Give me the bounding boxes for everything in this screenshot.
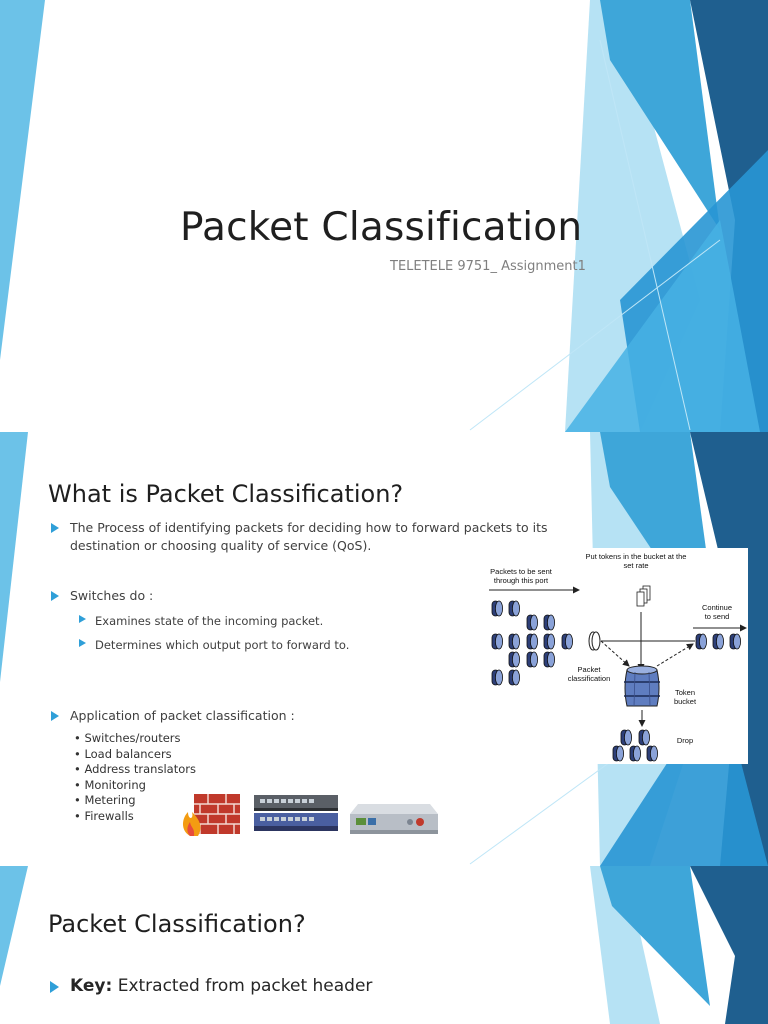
classification-label: classification [568,674,611,683]
continue-label: to send [705,612,730,621]
classification-label: Packet [578,665,602,674]
list-item: • Firewalls [74,808,134,823]
bullet-definition: The Process of identifying packets for d… [51,519,560,555]
key-slide: Packet Classification? Key: Extracted fr… [0,866,768,1024]
drop-label: Drop [677,736,693,745]
slide-subtitle: TELETELE 9751_ Assignment1 [390,259,586,274]
token-bucket-diagram: Packets to be sent through this port Put… [483,548,748,764]
slide-heading: Packet Classification? [48,910,306,938]
bucket-label: bucket [674,697,697,706]
slide-decoration [0,0,768,432]
packets-label: through this port [494,576,549,585]
token-bucket-icon [624,665,660,707]
bullet-switches: Switches do : [51,587,153,605]
bullet-arrow-icon [79,639,86,647]
firewall-icon [183,794,240,836]
router-appliance-icon [350,804,438,834]
applications-list: • Switches/routers • Load balancers • Ad… [74,731,196,824]
list-item: • Load balancers [74,746,172,761]
slide-decoration [0,866,768,1024]
network-switch-icon [254,795,338,831]
bullet-key: Key: Extracted from packet header [50,976,373,996]
bullet-arrow-icon [79,615,86,623]
sub-bullet-determines: Determines which output port to forward … [79,636,349,654]
tokens-label: set rate [623,561,648,570]
list-item: • Switches/routers [74,731,181,745]
bullet-arrow-icon [51,711,59,721]
definition-slide: What is Packet Classification? The Proce… [0,432,768,866]
sub-bullet-examines: Examines state of the incoming packet. [79,612,323,630]
packets-label: Packets to be sent [490,567,553,576]
continue-label: Continue [702,603,732,612]
slide-heading: What is Packet Classification? [48,480,404,508]
title-slide: Packet Classification TELETELE 9751_ Ass… [0,0,768,432]
list-item: • Monitoring [74,777,146,792]
bucket-label: Token [675,688,695,697]
tokens-label: Put tokens in the bucket at the [586,552,687,561]
bullet-arrow-icon [51,523,59,533]
key-text: Extracted from packet header [112,976,373,996]
list-item: • Metering [74,793,136,807]
key-label: Key: [70,976,113,996]
list-item: • Address translators [74,762,196,776]
bullet-arrow-icon [50,981,59,993]
bullet-arrow-icon [51,591,59,601]
slide-title: Packet Classification [180,205,583,250]
bullet-applications: Application of packet classification : [51,707,295,725]
